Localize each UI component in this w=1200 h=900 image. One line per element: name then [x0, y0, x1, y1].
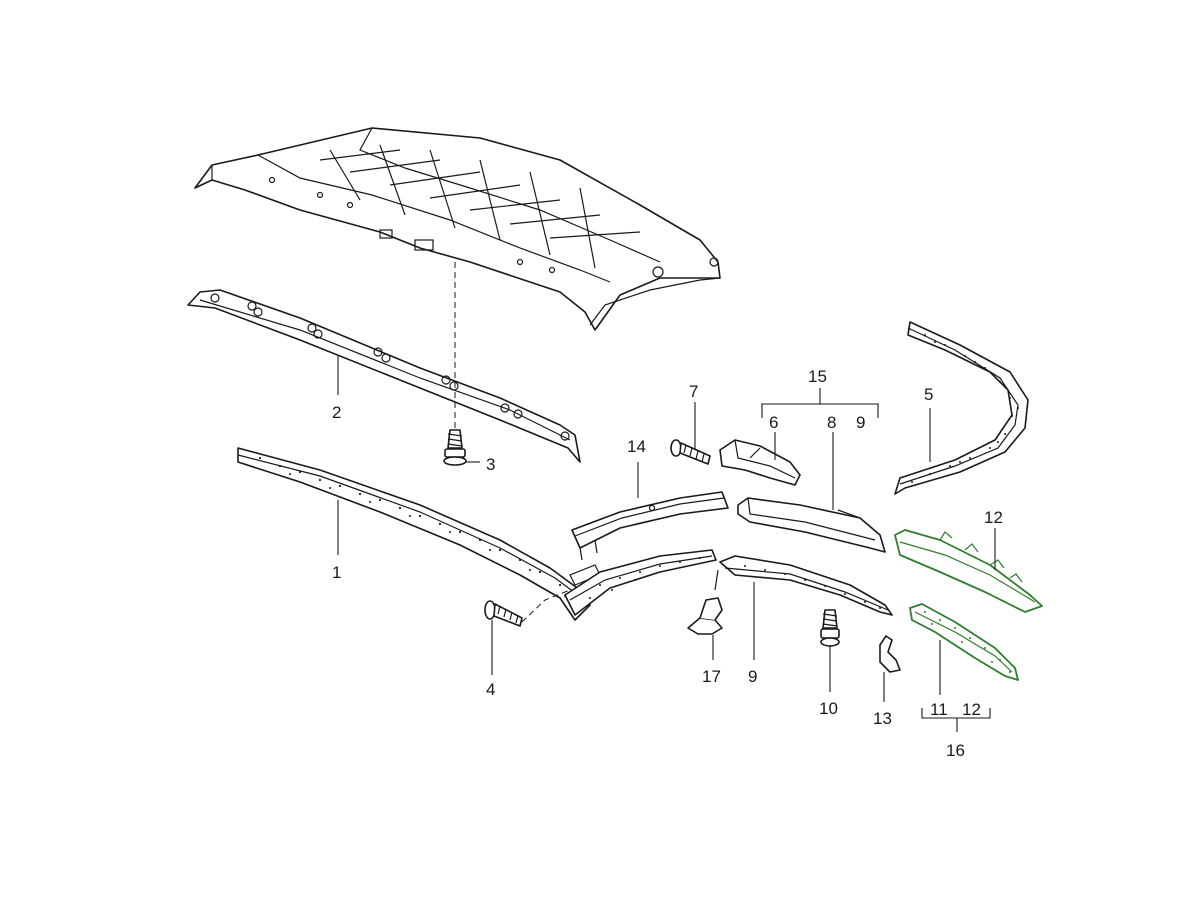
part-2-trim-strip[interactable] [187, 289, 581, 463]
callout-11: 11 [930, 700, 948, 719]
callout-7: 7 [689, 382, 698, 401]
callout-9: 9 [748, 667, 757, 686]
callout-3: 3 [486, 455, 495, 474]
callout-17: 17 [702, 667, 721, 686]
part-14-channel[interactable] [571, 491, 729, 561]
part-1-texture [258, 456, 577, 602]
part-10-screw[interactable] [820, 609, 840, 647]
part-11-seal[interactable] [909, 603, 1019, 681]
callout-12-kit: 12 [962, 700, 981, 719]
part-3-screw[interactable] [443, 429, 467, 466]
part-1-weatherstrip[interactable] [237, 447, 601, 621]
callout-10: 10 [819, 699, 838, 718]
callout-9-kit: 9 [856, 413, 865, 432]
part-12-strip-upper[interactable] [894, 529, 1043, 613]
seal-segment-lower[interactable] [564, 549, 717, 616]
part-6-bracket[interactable] [719, 439, 801, 486]
callout-14: 14 [627, 437, 646, 456]
callout-12: 12 [984, 508, 1003, 527]
callout-8: 8 [827, 413, 836, 432]
callout-2: 2 [332, 403, 341, 422]
callout-16: 16 [946, 741, 965, 760]
callout-5: 5 [924, 385, 933, 404]
callout-13: 13 [873, 709, 892, 728]
callout-labels: 1 2 3 4 5 6 7 8 9 9 10 11 12 12 13 14 15… [332, 367, 1003, 760]
roof-frame-panel[interactable] [194, 127, 721, 331]
callout-15: 15 [808, 367, 827, 386]
part-13-clip[interactable] [879, 635, 901, 673]
leader-lines [337, 355, 996, 732]
callout-6: 6 [769, 413, 778, 432]
part-9-seal[interactable] [719, 555, 893, 616]
part-17-clip[interactable] [687, 569, 723, 635]
callout-1: 1 [332, 563, 341, 582]
part-7-screw[interactable] [670, 439, 711, 465]
part-4-screw[interactable] [484, 589, 571, 627]
callout-4: 4 [486, 680, 495, 699]
part-8-cover[interactable] [737, 497, 886, 553]
part-5-weatherstrip[interactable] [894, 321, 1029, 495]
